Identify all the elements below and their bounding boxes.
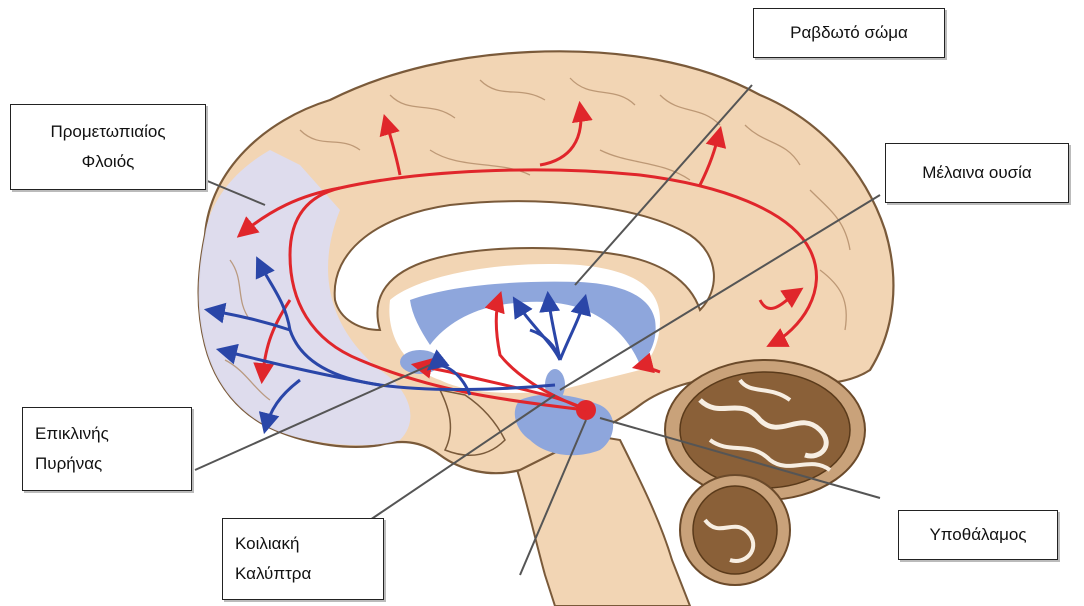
label-prefrontal-cortex: Προμετωπιαίος Φλοιός [10, 104, 206, 190]
label-prefrontal-line2: Φλοιός [11, 147, 205, 177]
cerebellum [665, 360, 865, 585]
label-prefrontal-line1: Προμετωπιαίος [11, 117, 205, 147]
label-ventral-tegmental-area: Κοιλιακή Καλύπτρα [222, 518, 384, 600]
label-hypothalamus: Υποθάλαμος [898, 510, 1058, 560]
label-hypothalamus-text: Υποθάλαμος [899, 520, 1057, 550]
label-striatum: Ραβδωτό σώμα [753, 8, 945, 58]
label-accumbens-line1: Επικλινής [35, 419, 191, 449]
label-substantia-nigra-text: Μέλαινα ουσία [886, 158, 1068, 188]
label-vta-line2: Καλύπτρα [235, 559, 383, 589]
label-striatum-text: Ραβδωτό σώμα [754, 18, 944, 48]
label-nucleus-accumbens: Επικλινής Πυρήνας [22, 407, 192, 491]
label-accumbens-line2: Πυρήνας [35, 449, 191, 479]
label-substantia-nigra: Μέλαινα ουσία [885, 143, 1069, 203]
label-vta-line1: Κοιλιακή [235, 529, 383, 559]
